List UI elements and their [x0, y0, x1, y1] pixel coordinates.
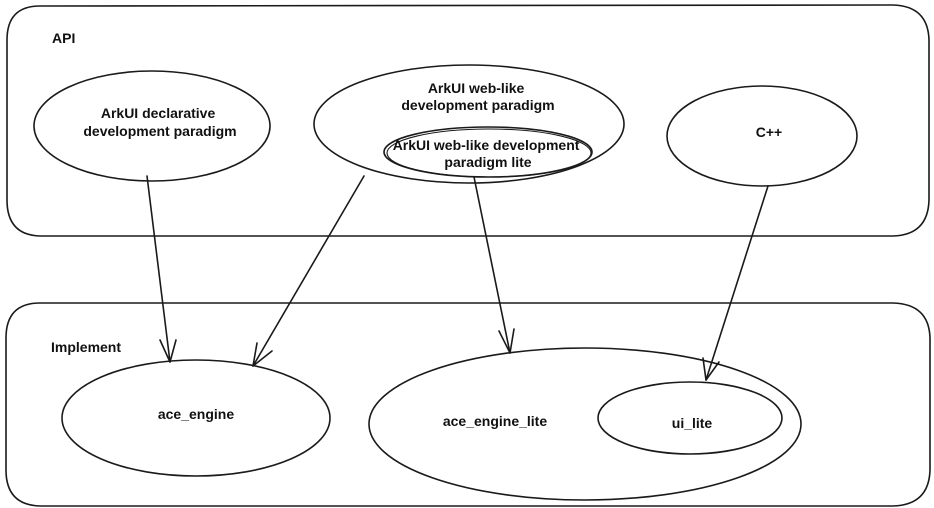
- arrowhead-web-like-lite-to-ace-engine-lite: [498, 328, 515, 354]
- ace-engine-lite-label: ace_engine_lite: [443, 413, 547, 429]
- ui-lite-node: ui_lite: [597, 381, 783, 455]
- web-like-lite-line-1: ArkUI web-like development: [393, 137, 580, 153]
- implement-layer-box: [5, 302, 931, 507]
- web-like-paradigm-node: ArkUI web-like development paradigm: [313, 64, 625, 184]
- arrow-cpp-to-ui-lite: [705, 185, 769, 381]
- declarative-paradigm-label: ArkUI declarative development paradigm: [83, 105, 236, 139]
- arrow-web-like-to-ace-engine: [252, 175, 365, 367]
- web-like-lite-ellipse-sketch: [386, 128, 592, 178]
- declarative-paradigm-node: ArkUI declarative development paradigm: [33, 70, 271, 182]
- web-like-lite-label: ArkUI web-like development paradigm lite: [393, 137, 584, 170]
- implement-layer-title: Implement: [51, 339, 121, 355]
- arrow-declarative-to-ace-engine: [146, 175, 171, 363]
- cpp-ellipse: [666, 85, 858, 187]
- ui-lite-label: ui_lite: [672, 415, 713, 431]
- web-like-lite-node: ArkUI web-like development paradigm lite: [383, 126, 593, 178]
- ace-engine-lite-ellipse: [368, 347, 802, 501]
- ace-engine-lite-node: ace_engine_lite: [368, 347, 802, 501]
- cpp-node: C++: [666, 85, 858, 187]
- api-layer-title: API: [52, 30, 75, 46]
- web-like-paradigm-line-1: ArkUI web-like: [428, 80, 525, 96]
- arrowhead-web-like-to-ace-engine: [252, 342, 273, 367]
- implement-layer: Implement: [5, 302, 931, 507]
- ace-engine-node: ace_engine: [61, 359, 331, 477]
- ui-lite-ellipse: [597, 381, 783, 455]
- web-like-paradigm-ellipse: [313, 64, 625, 184]
- declarative-paradigm-line-2: development paradigm: [83, 123, 236, 139]
- api-layer-box: [6, 4, 930, 237]
- arrowhead-cpp-to-ui-lite: [702, 357, 720, 381]
- declarative-paradigm-ellipse: [33, 70, 271, 182]
- arrowhead-declarative-to-ace-engine: [159, 339, 177, 363]
- web-like-paradigm-label: ArkUI web-like development paradigm: [401, 80, 554, 113]
- ace-engine-ellipse: [61, 359, 331, 477]
- web-like-paradigm-line-2: development paradigm: [401, 97, 554, 113]
- arrows: [146, 175, 769, 381]
- api-layer: API: [6, 4, 930, 237]
- declarative-paradigm-line-1: ArkUI declarative: [101, 105, 216, 121]
- ace-engine-label: ace_engine: [158, 406, 234, 422]
- web-like-lite-line-2: paradigm lite: [444, 154, 531, 170]
- cpp-label: C++: [756, 124, 782, 140]
- arrow-web-like-lite-to-ace-engine-lite: [473, 176, 511, 354]
